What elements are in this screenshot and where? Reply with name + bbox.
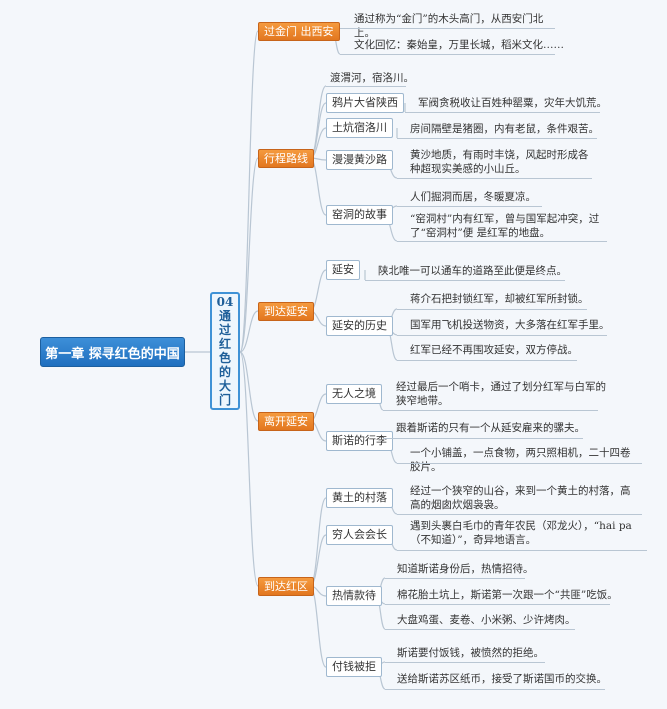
detail-text: 黄沙地质，有雨时丰饶，风起时形成各种超现实美感的小山丘。: [410, 149, 589, 175]
detail-text: 人们掘洞而居，冬暖夏凉。: [410, 191, 536, 203]
detail-text: 渡渭河，宿洛川。: [330, 72, 414, 84]
connector: [239, 351, 259, 587]
connector: [239, 157, 259, 353]
detail-text: 棉花胎土坑上，斯诺第一次跟一个“共匪”吃饭。: [397, 589, 618, 601]
topic-node[interactable]: 窑洞的故事: [326, 205, 393, 225]
topic-node[interactable]: 斯诺的行李: [326, 431, 393, 451]
topic-node[interactable]: 付钱被拒: [326, 657, 382, 677]
connector: [309, 585, 327, 668]
topic-node[interactable]: 黄土的村落: [326, 488, 393, 508]
detail-text: 蒋介石把封锁红军，却被红军所封锁。: [410, 293, 589, 305]
detail-text: 知道斯诺身份后，热情招待。: [397, 563, 534, 575]
detail-text: 大盘鸡蛋、麦卷、小米粥、少许烤肉。: [397, 614, 576, 626]
detail-text: 遇到头裹白毛巾的青年农民（邓龙火），“hai pa（不知道）”，奇异地语言。: [410, 520, 632, 546]
section-node[interactable]: 离开延安: [258, 412, 314, 431]
detail-text: 经过一个狭窄的山谷，来到一个黄土的村落，高高的烟囱炊烟袅袅。: [410, 485, 631, 511]
detail-text: 国军用飞机投送物资，大多落在红军手里。: [410, 319, 610, 331]
section-node[interactable]: 过金门 出西安: [258, 22, 340, 41]
connector: [309, 497, 327, 587]
connector: [239, 310, 259, 353]
detail-text: 一个小铺盖，一点食物，两只照相机，二十四卷胶片。: [410, 447, 631, 473]
connector: [239, 351, 259, 422]
topic-node[interactable]: 无人之境: [326, 384, 382, 404]
connector: [309, 85, 327, 159]
detail-text: 送给斯诺苏区纸币，接受了斯诺国币的交换。: [397, 673, 607, 685]
topic-node[interactable]: 热情款待: [326, 586, 382, 606]
detail-text: 跟着斯诺的只有一个从延安雇来的骡夫。: [396, 422, 585, 434]
detail-text: 经过最后一个哨卡，通过了划分红军与白军的狭窄地带。: [396, 381, 606, 407]
root-node[interactable]: 第一章 探寻红色的中国: [40, 337, 185, 367]
detail-text: 陕北唯一可以通车的道路至此便是终点。: [378, 265, 567, 277]
detail-text: 军阀贪税收让百姓种罂粟，灾年大饥荒。: [418, 97, 607, 109]
topic-node[interactable]: 穷人会会长: [326, 525, 393, 545]
topic-node[interactable]: 延安: [326, 260, 360, 280]
topic-node[interactable]: 延安的历史: [326, 316, 393, 336]
topic-node[interactable]: 漫漫黄沙路: [326, 150, 393, 170]
chapter-node[interactable]: 04通过红色的大门: [210, 292, 240, 410]
topic-node[interactable]: 鸦片大省陕西: [326, 93, 404, 113]
detail-text: 文化回忆：秦始皇，万里长城，稻米文化……: [354, 39, 564, 51]
section-node[interactable]: 行程路线: [258, 149, 314, 168]
detail-text: 红军已经不再围攻延安，双方停战。: [410, 344, 578, 356]
section-node[interactable]: 到达延安: [258, 302, 314, 321]
detail-text: 通过称为“金门”的木头高门，从西安门北上。: [354, 13, 544, 39]
detail-text: “窑洞村”内有红军，曾与国军起冲突，过了“窑洞村”便 是红军的地盘。: [410, 213, 600, 239]
connector: [239, 30, 259, 353]
detail-text: 斯诺要付饭钱，被愤然的拒绝。: [397, 647, 544, 659]
topic-node[interactable]: 土炕宿洛川: [326, 118, 393, 138]
section-node[interactable]: 到达红区: [258, 577, 314, 596]
detail-text: 房间隔壁是猪圈，内有老鼠，条件艰苦。: [410, 123, 599, 135]
